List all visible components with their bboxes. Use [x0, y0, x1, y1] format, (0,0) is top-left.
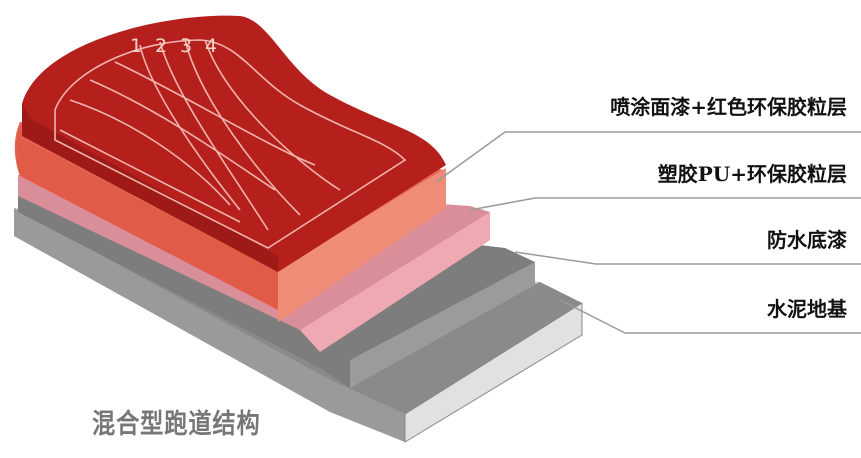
lane-number-2: 2 — [155, 35, 167, 57]
layer-label-waterproof-primer: 防水底漆 — [767, 228, 847, 252]
lane-number-4: 4 — [205, 35, 217, 57]
leader-lines — [435, 131, 861, 334]
lane-lines — [54, 39, 407, 249]
top-surface-layer: 1 2 3 4 — [22, 15, 446, 272]
layer-label-top-coat: 喷涂面漆+红色环保胶粒层 — [610, 95, 847, 119]
lane-number-1: 1 — [130, 35, 142, 57]
layer-label-concrete-base: 水泥地基 — [767, 297, 847, 321]
diagram-caption: 混合型跑道结构 — [92, 409, 261, 440]
lane-number-3: 3 — [180, 35, 192, 57]
layer-label-pu-granules: 塑胶PU+环保胶粒层 — [657, 162, 847, 186]
